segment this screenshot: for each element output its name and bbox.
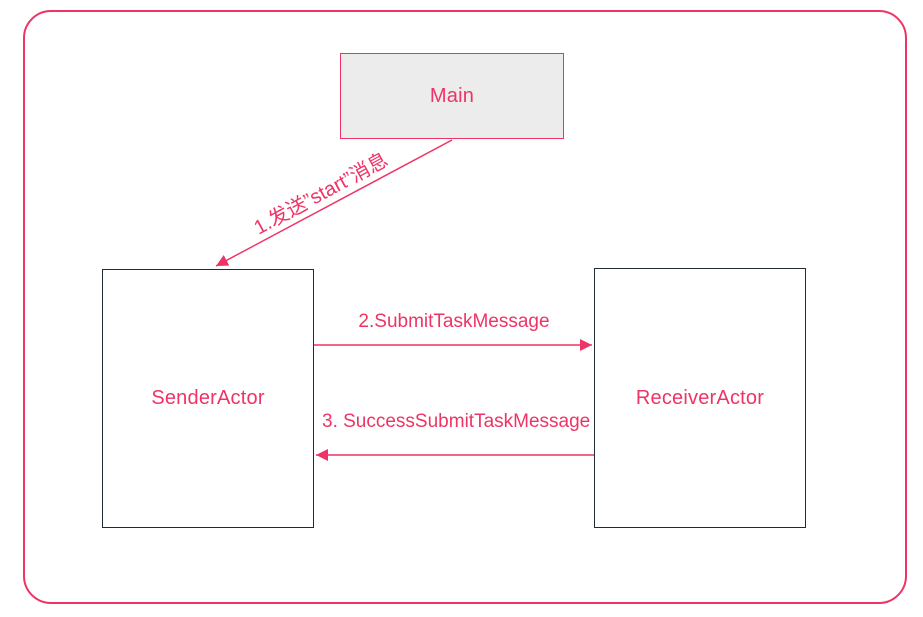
node-sender-actor: SenderActor — [102, 269, 314, 528]
node-main-label: Main — [429, 84, 475, 107]
node-main: Main — [340, 53, 564, 139]
node-sender-actor-label: SenderActor — [151, 387, 265, 409]
message-label-submit-task: 2.SubmitTaskMessage — [358, 311, 550, 332]
diagram-frame — [23, 10, 907, 604]
message-label-success-submit-task: 3. SuccessSubmitTaskMessage — [322, 411, 591, 432]
node-receiver-actor: ReceiverActor — [594, 268, 806, 528]
node-receiver-actor-label: ReceiverActor — [635, 386, 765, 409]
